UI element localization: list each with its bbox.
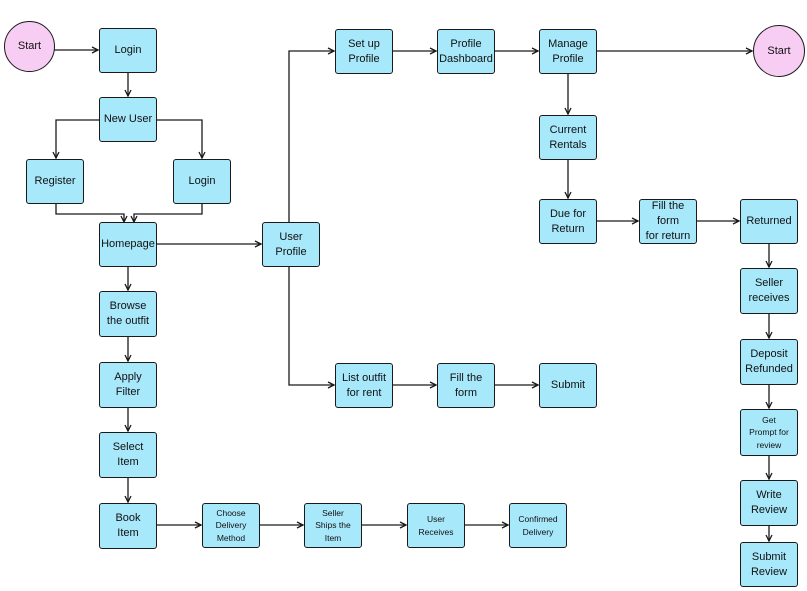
start-node-right: Start	[753, 25, 805, 77]
due-for-return-node: Due for Return	[539, 199, 597, 244]
edge-newuser-to-login	[156, 119, 202, 158]
deposit-refunded-node: Deposit Refunded	[740, 339, 798, 385]
write-review-node: Write Review	[740, 480, 798, 526]
choose-delivery-node: Choose Delivery Method	[202, 503, 260, 548]
submit-node: Submit	[539, 363, 597, 408]
manage-profile-node: Manage Profile	[539, 29, 597, 74]
book-item-node: Book Item	[99, 503, 157, 549]
get-prompt-review-node: Get Prompt for review	[740, 409, 798, 456]
fill-the-form-node: Fill the form	[437, 363, 495, 408]
browse-outfit-node: Browse the outfit	[99, 291, 157, 337]
apply-filter-node: Apply Filter	[99, 362, 157, 408]
register-node: Register	[26, 159, 84, 204]
new-user-node: New User	[99, 97, 157, 142]
edge-userprofile-to-listoutfit	[288, 267, 334, 385]
select-item-node: Select Item	[99, 432, 157, 478]
seller-receives-node: Seller receives	[740, 268, 798, 314]
edge-newuser-to-register	[56, 119, 100, 158]
profile-dashboard-node: Profile Dashboard	[437, 29, 495, 74]
submit-review-node: Submit Review	[740, 542, 798, 587]
fill-form-return-node: Fill the form for return	[639, 199, 697, 244]
returned-node: Returned	[740, 199, 798, 244]
edge-register-to-homepage	[55, 203, 124, 222]
user-profile-node: User Profile	[262, 222, 320, 267]
list-outfit-node: List outfit for rent	[335, 363, 393, 408]
edge-login-to-homepage	[134, 203, 203, 222]
login-top-node: Login	[99, 28, 157, 73]
homepage-node: Homepage	[99, 222, 157, 267]
user-receives-node: User Receives	[407, 503, 465, 548]
set-up-profile-node: Set up Profile	[335, 29, 393, 74]
seller-ships-node: Seller Ships the Item	[304, 503, 362, 548]
confirmed-delivery-node: Confirmed Delivery	[509, 503, 567, 548]
login-right-node: Login	[173, 159, 231, 204]
edge-userprofile-to-setup	[288, 51, 334, 222]
current-rentals-node: Current Rentals	[539, 115, 597, 160]
start-node-left: Start	[4, 21, 55, 72]
